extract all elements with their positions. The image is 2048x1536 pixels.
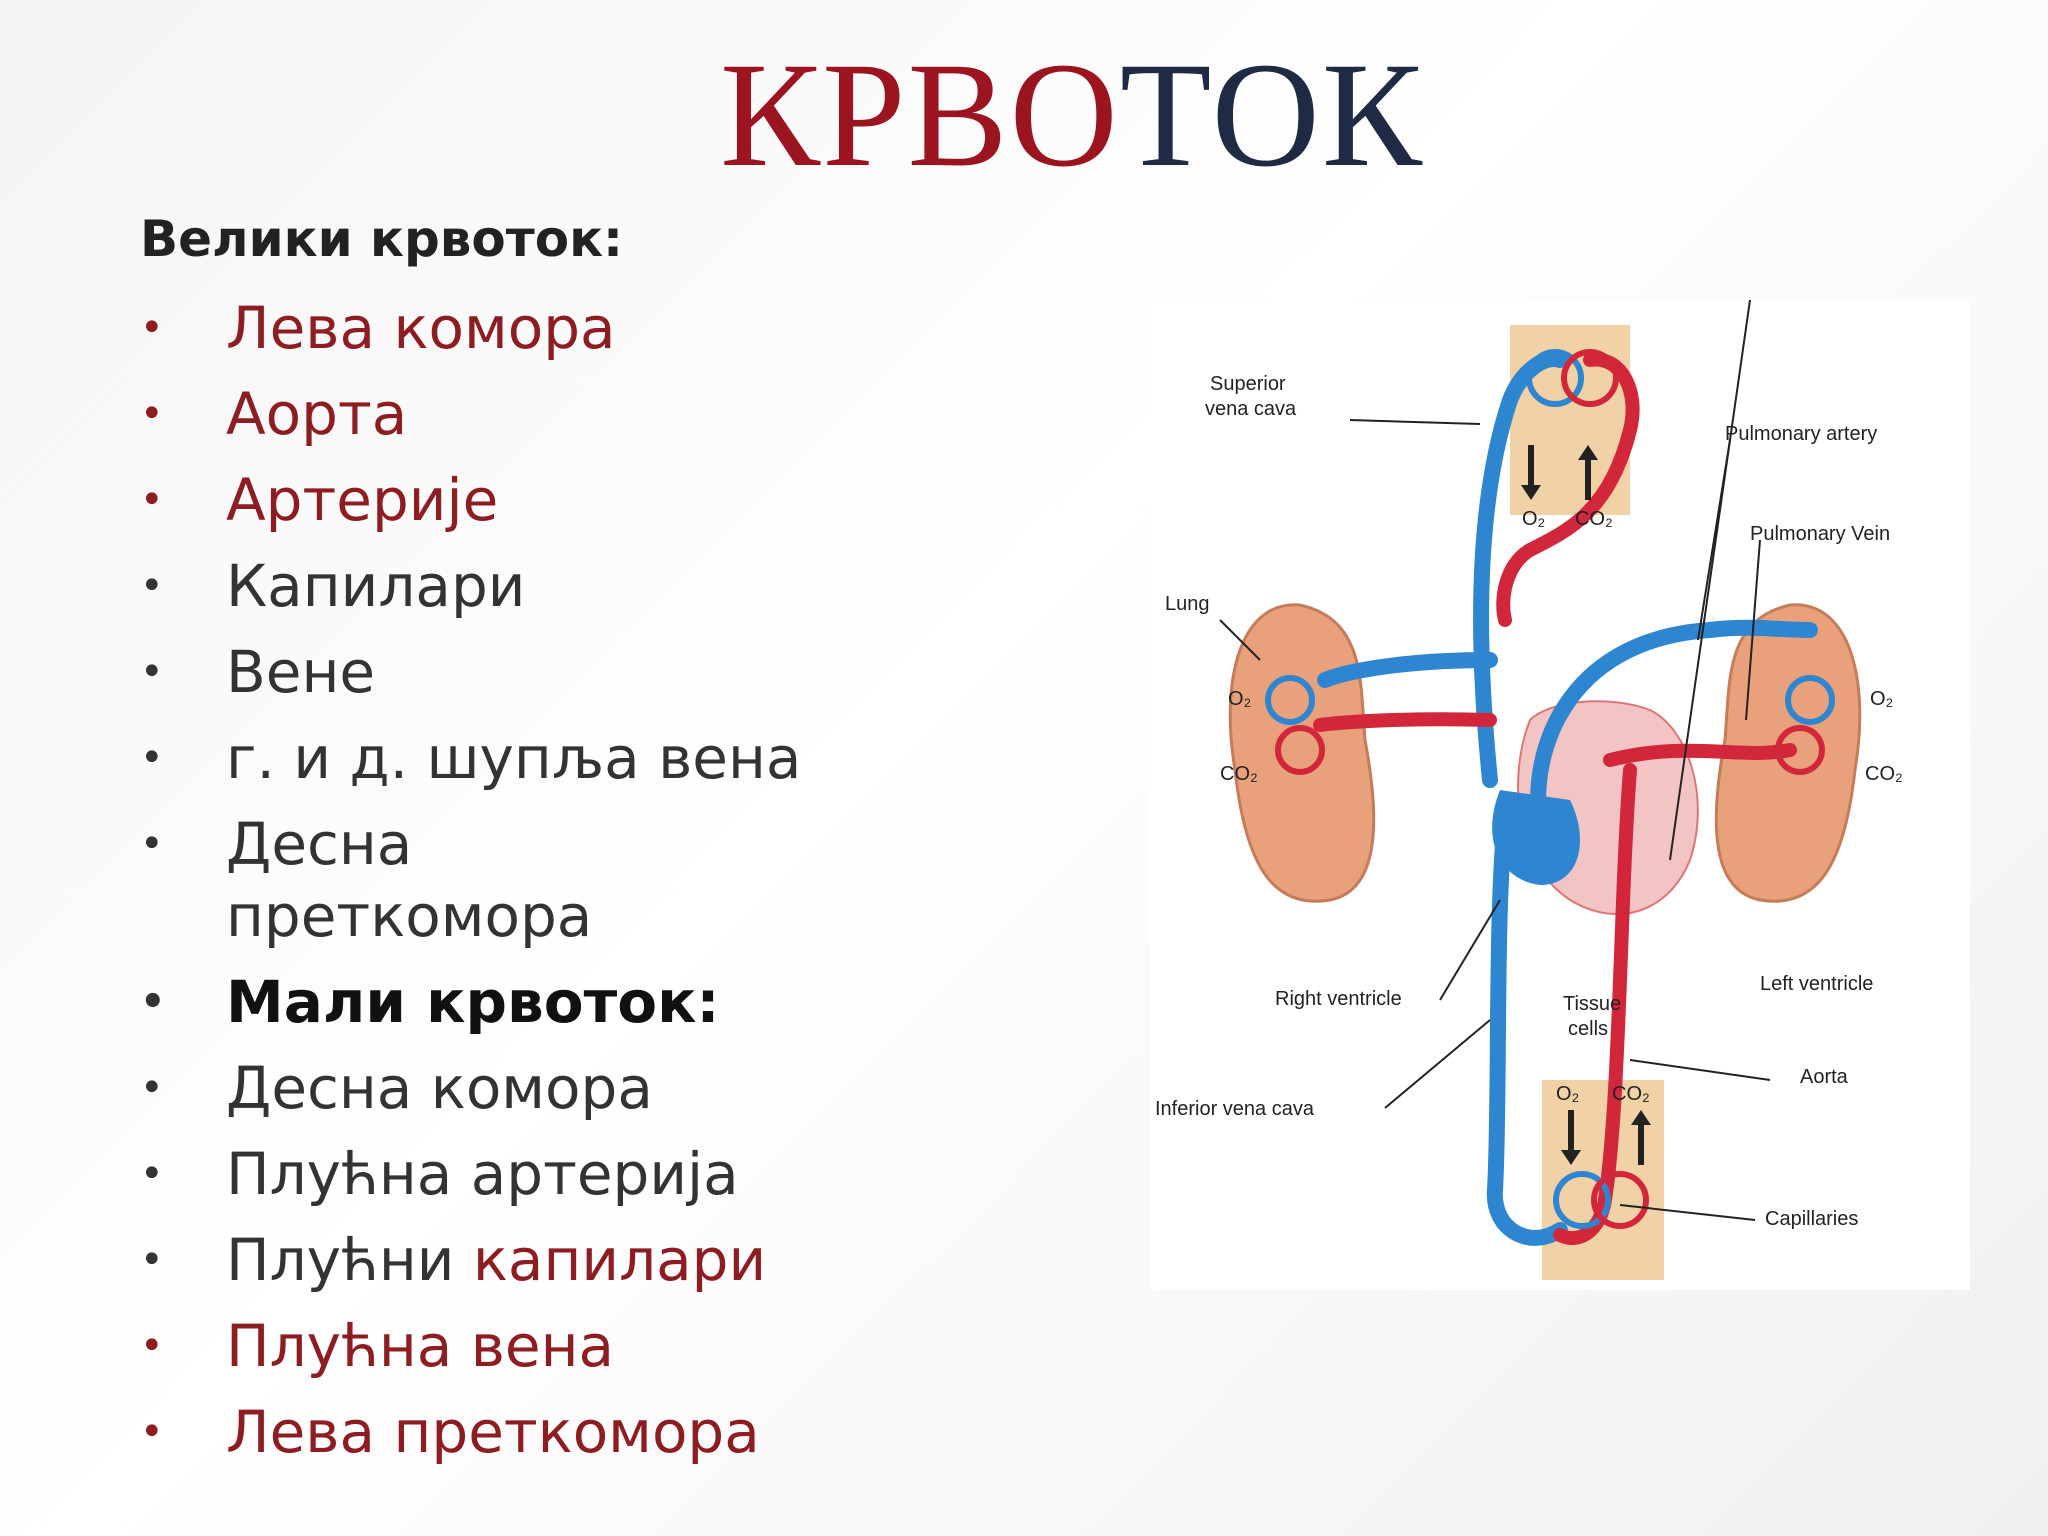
pulmonary-vein-left <box>1313 712 1497 732</box>
oxygenated-vessels <box>1313 352 1797 1246</box>
co2-upper: CO₂ <box>1575 508 1613 530</box>
list-item: Лева комора <box>140 292 920 364</box>
upper-capillary-blue <box>1526 349 1584 407</box>
capillary-beds <box>1265 349 1835 1229</box>
circulation-diagram: Superior vena cava Pulmonary artery Pulm… <box>1150 300 1970 1290</box>
inferior-vena-cava <box>1486 812 1568 1246</box>
lung-label: Lung <box>1165 593 1210 615</box>
o2-left-lung: O₂ <box>1228 688 1251 710</box>
list-item: Артерије <box>140 464 920 536</box>
inferior-vena-cava-label: Inferior vena cava <box>1155 1098 1315 1120</box>
co2-left-lung: CO₂ <box>1220 763 1258 785</box>
pulmonary-artery-right <box>1530 619 1818 828</box>
list-item: Лева преткомора <box>140 1396 920 1468</box>
right-lung-capillary-blue <box>1785 675 1835 725</box>
list-item: Плућна артерија <box>140 1138 920 1210</box>
pulmonary-vein-right <box>1603 743 1797 767</box>
superior-vena-cava-label-2: vena cava <box>1205 398 1297 420</box>
list-item: Десна комора <box>140 1052 920 1124</box>
o2-right-lung: O₂ <box>1870 688 1893 710</box>
superior-vena-cava-label-1: Superior <box>1210 373 1286 395</box>
co2-right-lung: CO₂ <box>1865 763 1903 785</box>
arrow-down-icon <box>1521 445 1541 500</box>
arrow-up-icon <box>1631 1110 1651 1165</box>
lower-capillary-blue <box>1553 1171 1611 1229</box>
list-item: Вене <box>140 636 920 708</box>
arrow-up-icon <box>1578 445 1598 500</box>
co2-lower: CO₂ <box>1612 1083 1650 1105</box>
list-item: Аорта <box>140 378 920 450</box>
slide-title: КРВОТОК <box>720 40 1424 190</box>
left-ventricle-label: Left ventricle <box>1760 973 1873 995</box>
list-item: г. и д. шупља вена <box>140 722 920 794</box>
left-lung-capillary-red <box>1275 725 1325 775</box>
pulmonary-artery-left <box>1317 652 1498 688</box>
title-part-red: КРВО <box>720 32 1120 198</box>
tissue-cells-label-1: Tissue <box>1563 993 1621 1015</box>
aorta-label: Aorta <box>1800 1066 1849 1088</box>
list-item: Плућни капилари <box>140 1224 920 1296</box>
list-item: Капилари <box>140 550 920 622</box>
gas-exchange-arrows <box>1521 445 1651 1165</box>
systemic-circulation-heading: Велики крвоток: <box>140 210 624 268</box>
descending-aorta <box>1553 763 1637 1246</box>
lower-capillary-red <box>1591 1171 1649 1229</box>
o2-upper: O₂ <box>1522 508 1545 530</box>
list-item: Десна преткомора <box>140 808 746 952</box>
list-item-plain: Плућни <box>226 1226 473 1294</box>
right-ventricle-label: Right ventricle <box>1275 988 1402 1010</box>
label-pointers <box>1219 300 1771 1221</box>
o2-lower: O₂ <box>1556 1083 1579 1105</box>
capillaries-label: Capillaries <box>1765 1208 1858 1230</box>
pulmonary-artery-label: Pulmonary artery <box>1725 423 1877 445</box>
upper-capillary-red <box>1561 349 1619 407</box>
list-item-red: капилари <box>472 1226 767 1294</box>
circulation-list: Лева комора Аорта Артерије Капилари Вене… <box>140 292 920 1482</box>
title-part-dark: ТОК <box>1119 32 1424 198</box>
arrow-down-icon <box>1561 1110 1581 1165</box>
pulmonary-vein-label: Pulmonary Vein <box>1750 523 1890 545</box>
left-lung-capillary-blue <box>1265 675 1315 725</box>
list-item: Плућна вена <box>140 1310 920 1382</box>
right-ventricle-chamber <box>1492 790 1580 885</box>
aorta-arch <box>1496 352 1640 627</box>
tissue-cells-label-2: cells <box>1568 1018 1608 1040</box>
pulmonary-circulation-heading: Мали крвоток: <box>140 966 920 1038</box>
right-lung-capillary-red <box>1775 725 1825 775</box>
